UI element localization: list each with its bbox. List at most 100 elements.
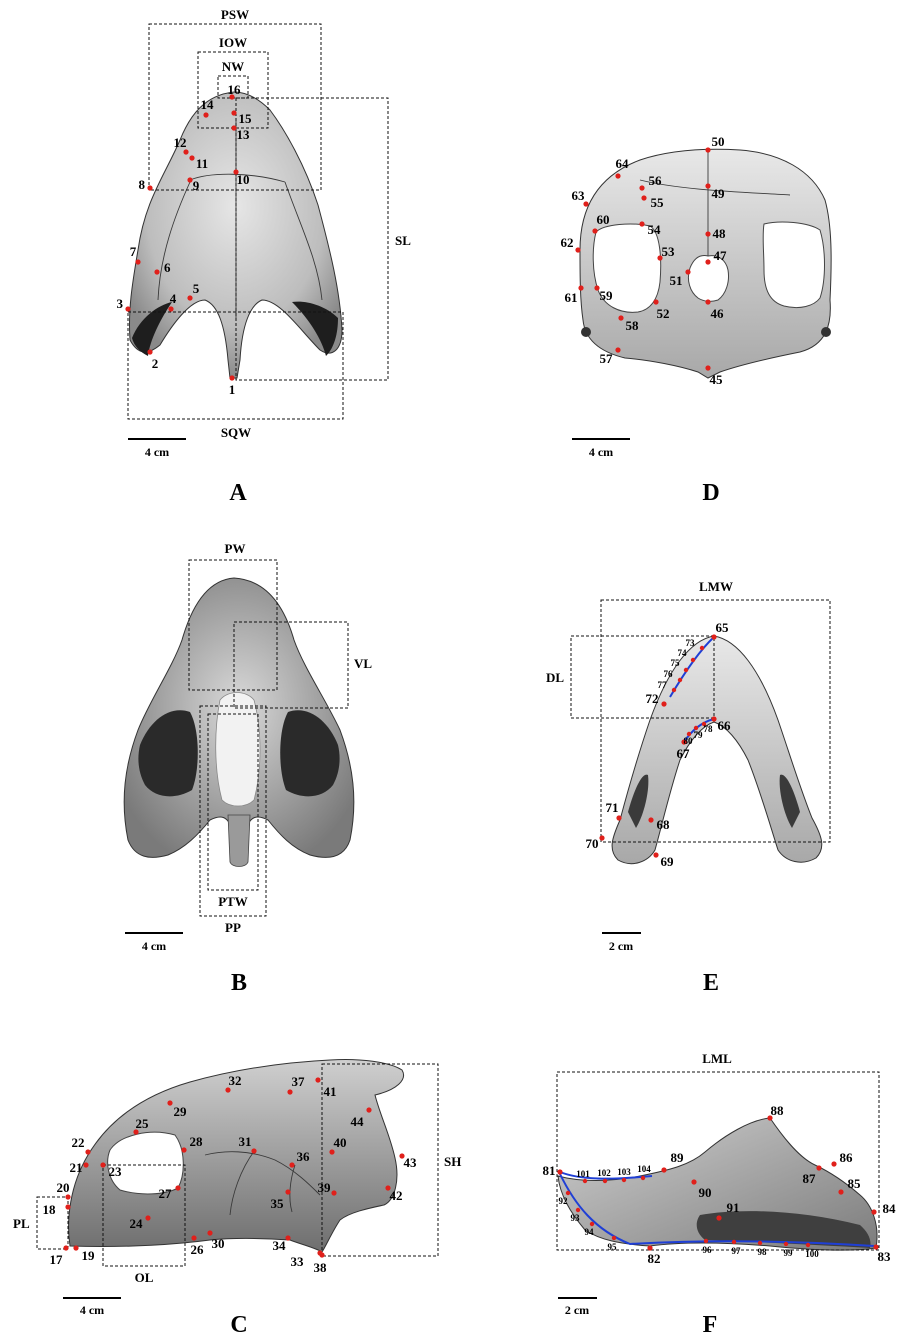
vl-label: VL — [354, 656, 372, 671]
landmark-94: 94 — [585, 1227, 595, 1237]
landmark-13: 13 — [237, 127, 251, 142]
landmark-36: 36 — [297, 1149, 311, 1164]
landmark-103: 103 — [617, 1167, 631, 1177]
landmark-61: 61 — [565, 290, 578, 305]
panel-letter-f: F — [703, 1312, 718, 1336]
landmark-47: 47 — [714, 248, 728, 263]
left-side-knob — [581, 327, 591, 337]
landmark-75: 75 — [671, 658, 681, 668]
landmark-72: 72 — [646, 691, 659, 706]
landmark-81: 81 — [543, 1163, 556, 1178]
landmark-76: 76 — [664, 669, 674, 679]
landmark-20: 20 — [57, 1180, 70, 1195]
scale-label-a: 4 cm — [145, 445, 169, 459]
landmark-6: 6 — [164, 260, 171, 275]
landmark-39: 39 — [318, 1180, 332, 1195]
landmark-25: 25 — [136, 1116, 150, 1131]
landmark-19: 19 — [82, 1248, 96, 1263]
nw-label: NW — [222, 59, 244, 74]
landmark-78: 78 — [704, 724, 714, 734]
landmark-9: 9 — [193, 178, 200, 193]
iow-label: IOW — [219, 35, 247, 50]
landmark-16: 16 — [228, 82, 242, 97]
lower-jaw-dorsal-view — [612, 636, 822, 864]
panel-f: LML 81 82 83 84 85 86 87 88 89 90 91 92 … — [543, 1051, 897, 1336]
landmark-28: 28 — [190, 1134, 204, 1149]
scale-label-f: 2 cm — [565, 1303, 589, 1317]
landmark-69: 69 — [661, 854, 675, 869]
scale-label-e: 2 cm — [609, 939, 633, 953]
landmark-50: 50 — [712, 134, 725, 149]
landmark-30: 30 — [212, 1236, 225, 1251]
landmark-4: 4 — [170, 291, 177, 306]
right-side-knob — [821, 327, 831, 337]
landmark-1: 1 — [229, 382, 236, 397]
landmark-11: 11 — [196, 156, 208, 171]
landmark-24: 24 — [130, 1216, 144, 1231]
landmark-10: 10 — [237, 172, 250, 187]
scale-label-b: 4 cm — [142, 939, 166, 953]
landmark-51: 51 — [670, 273, 683, 288]
landmark-27: 27 — [159, 1186, 173, 1201]
landmark-59: 59 — [600, 288, 614, 303]
landmark-100: 100 — [805, 1249, 819, 1259]
landmark-23: 23 — [109, 1164, 123, 1179]
landmark-53: 53 — [662, 244, 676, 259]
landmark-85: 85 — [848, 1176, 862, 1191]
landmark-3: 3 — [117, 296, 124, 311]
landmark-34: 34 — [273, 1238, 287, 1253]
landmark-35: 35 — [271, 1196, 285, 1211]
pw-label: PW — [225, 541, 246, 556]
panel-letter-c: C — [230, 1312, 247, 1336]
landmark-63: 63 — [572, 188, 586, 203]
scale-label-d: 4 cm — [589, 445, 613, 459]
landmark-89: 89 — [671, 1150, 685, 1165]
landmark-45: 45 — [710, 372, 724, 387]
landmark-55: 55 — [651, 195, 665, 210]
landmark-92: 92 — [559, 1196, 569, 1206]
dl-label: DL — [546, 670, 564, 685]
landmark-42: 42 — [390, 1188, 403, 1203]
landmark-82: 82 — [648, 1251, 661, 1266]
lml-label: LML — [702, 1051, 732, 1066]
landmark-8: 8 — [139, 177, 146, 192]
landmark-49: 49 — [712, 186, 726, 201]
landmark-104: 104 — [637, 1164, 651, 1174]
landmark-88: 88 — [771, 1103, 785, 1118]
landmark-60: 60 — [597, 212, 610, 227]
panel-a: PSW IOW NW SL SQW 1 2 3 4 5 6 7 8 9 10 1… — [117, 7, 412, 506]
landmark-77: 77 — [658, 680, 668, 690]
landmark-70: 70 — [586, 836, 599, 851]
landmark-43: 43 — [404, 1155, 418, 1170]
landmark-87: 87 — [803, 1171, 817, 1186]
landmark-93: 93 — [571, 1213, 581, 1223]
landmark-67: 67 — [677, 746, 691, 761]
landmark-15: 15 — [239, 111, 253, 126]
landmark-101: 101 — [576, 1169, 590, 1179]
landmark-37: 37 — [292, 1074, 306, 1089]
pl-label: PL — [13, 1216, 30, 1231]
landmark-58: 58 — [626, 318, 640, 333]
landmark-62: 62 — [561, 235, 574, 250]
landmark-80: 80 — [684, 736, 694, 746]
landmark-74: 74 — [678, 648, 688, 658]
landmark-7: 7 — [130, 244, 137, 259]
panel-letter-d: D — [702, 480, 719, 506]
lmw-label: LMW — [699, 579, 733, 594]
landmark-33: 33 — [291, 1254, 305, 1269]
landmark-22: 22 — [72, 1135, 85, 1150]
landmark-95: 95 — [608, 1242, 618, 1252]
landmark-44: 44 — [351, 1114, 365, 1129]
panel-letter-a: A — [229, 480, 247, 506]
panel-c: SH PL OL 17 18 19 20 21 22 23 24 25 26 2… — [13, 1059, 461, 1336]
landmark-96: 96 — [703, 1245, 713, 1255]
landmark-68: 68 — [657, 817, 671, 832]
panel-e: LMW DL 65 66 67 68 69 70 71 72 73 74 75 … — [546, 579, 830, 996]
scale-label-c: 4 cm — [80, 1303, 104, 1317]
landmark-14: 14 — [201, 97, 215, 112]
landmark-90: 90 — [699, 1185, 712, 1200]
landmark-86: 86 — [840, 1150, 854, 1165]
landmark-2: 2 — [152, 356, 159, 371]
landmark-26: 26 — [191, 1242, 205, 1257]
